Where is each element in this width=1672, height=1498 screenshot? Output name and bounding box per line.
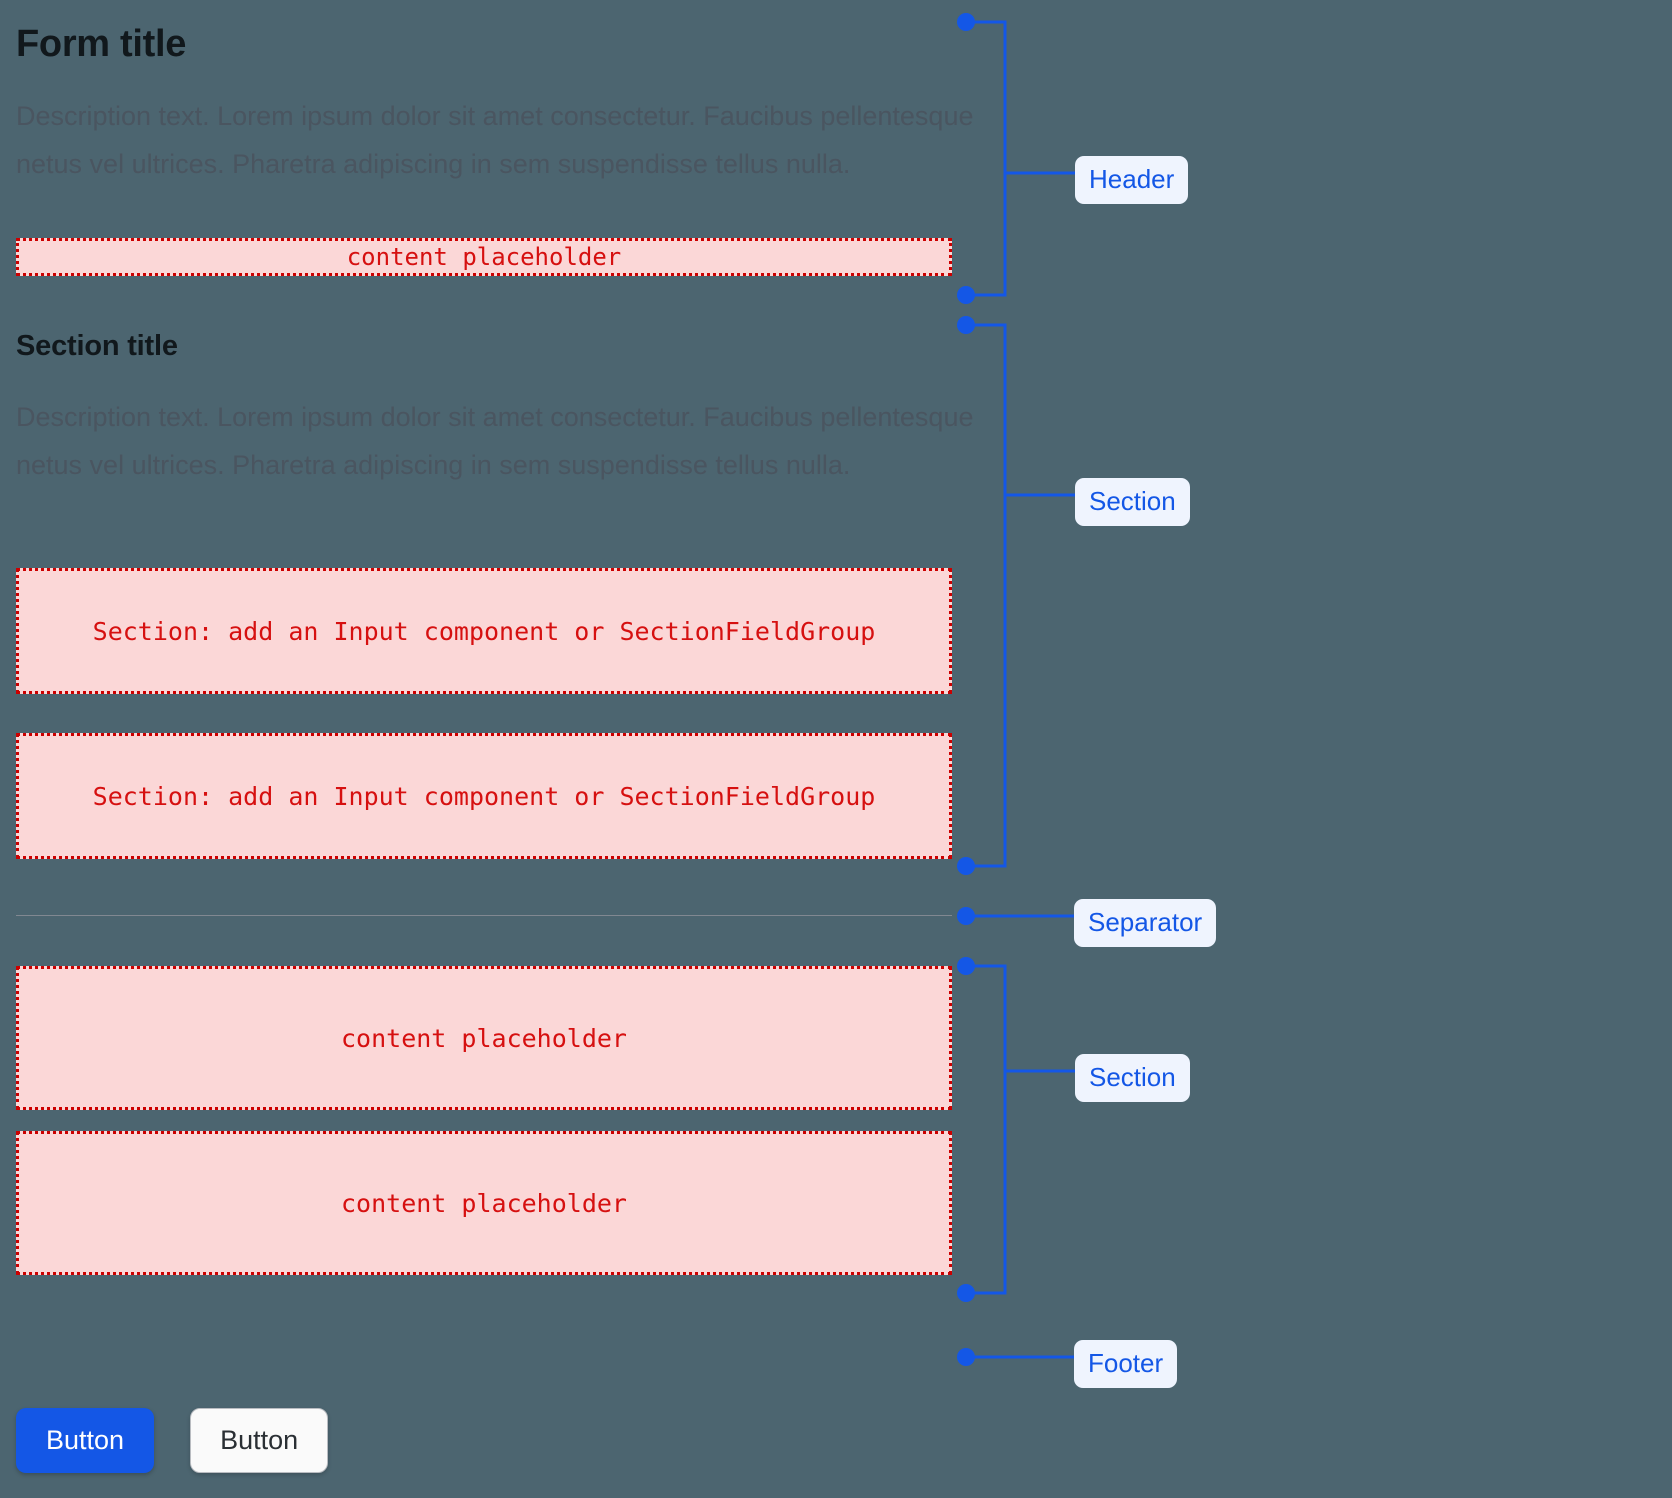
section-two-placeholder-1-label: content placeholder xyxy=(341,1023,627,1053)
separator xyxy=(16,915,952,916)
section-description: Description text. Lorem ipsum dolor sit … xyxy=(16,402,974,480)
section-field-placeholder-1-label: Section: add an Input component or Secti… xyxy=(92,616,876,646)
annotation-badge-separator[interactable]: Separator xyxy=(1074,899,1217,947)
annotation-badge-header[interactable]: Header xyxy=(1075,156,1189,204)
form-container: Form title Description text. Lorem ipsum… xyxy=(16,0,1036,1498)
form-footer: Button Button xyxy=(16,1408,329,1473)
header-placeholder-label: content placeholder xyxy=(346,243,622,271)
primary-button[interactable]: Button xyxy=(16,1408,155,1473)
section-title: Section title xyxy=(16,330,178,362)
annotation-badge-section-one[interactable]: Section xyxy=(1075,478,1190,526)
form-header-description: Description text. Lorem ipsum dolor sit … xyxy=(16,101,974,179)
section-two-content-placeholder-2[interactable]: content placeholder xyxy=(16,1131,952,1275)
secondary-button[interactable]: Button xyxy=(190,1408,329,1473)
annotation-badge-footer[interactable]: Footer xyxy=(1074,1340,1178,1388)
form-title: Form title xyxy=(16,23,187,65)
annotation-badge-section-two[interactable]: Section xyxy=(1075,1054,1190,1102)
header-content-placeholder[interactable]: content placeholder xyxy=(16,238,952,276)
section-field-placeholder-2-label: Section: add an Input component or Secti… xyxy=(92,781,876,811)
section-two-placeholder-2-label: content placeholder xyxy=(341,1188,627,1218)
section-field-placeholder-1[interactable]: Section: add an Input component or Secti… xyxy=(16,568,952,694)
section-field-placeholder-2[interactable]: Section: add an Input component or Secti… xyxy=(16,733,952,859)
section-two-content-placeholder-1[interactable]: content placeholder xyxy=(16,966,952,1110)
